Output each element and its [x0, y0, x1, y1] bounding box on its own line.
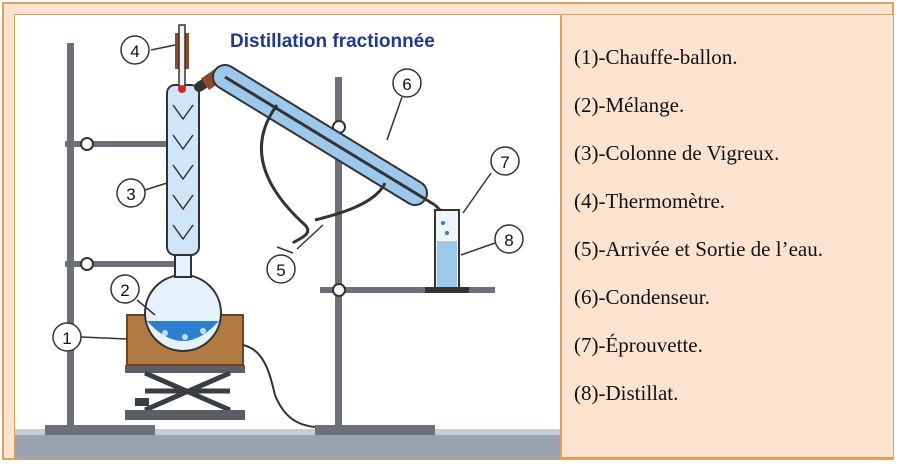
cylinder-base	[425, 287, 469, 293]
vigreux-column	[166, 84, 200, 256]
leader-line	[460, 242, 496, 256]
legend-item-arrivee-sortie-eau: (5)-Arrivée et Sortie de l’eau.	[574, 237, 823, 261]
jack-scissor	[144, 370, 231, 413]
legend-item-distillat: (8)-Distillat.	[574, 381, 679, 405]
leader-line	[462, 172, 492, 214]
legend-item-chauffe-ballon: (1)-Chauffe-ballon.	[574, 45, 738, 69]
leader-line	[80, 336, 128, 340]
legend-item-eprouvette: (7)-Éprouvette.	[574, 333, 703, 357]
marker-3: 3	[116, 178, 146, 208]
leader-line	[386, 96, 403, 141]
distillation-illustration: Distillation fractionnée 4 6 7	[15, 24, 560, 459]
column-indentations	[172, 104, 194, 241]
condenser-inner-tube	[224, 75, 436, 207]
marker-2: 2	[110, 274, 140, 304]
mantle-cable	[242, 344, 316, 428]
bubble	[200, 328, 206, 334]
diagram-frame: Distillation fractionnée 4 6 7	[2, 2, 894, 460]
thermometer	[178, 24, 186, 88]
diagram-title: Distillation fractionnée	[230, 31, 435, 52]
bubble	[182, 334, 188, 340]
svg-text:5: 5	[276, 261, 285, 280]
svg-text:7: 7	[500, 153, 509, 172]
legend-item-condenseur: (6)-Condenseur.	[574, 285, 710, 309]
legend-item-thermometre: (4)-Thermomètre.	[574, 189, 726, 213]
bench-floor	[15, 433, 560, 459]
left-stand-rod	[67, 43, 74, 433]
leader-line	[150, 44, 176, 51]
leader-line	[276, 224, 324, 254]
lower-clamp-screw	[80, 257, 94, 271]
support-clamp-screw	[332, 283, 346, 297]
bubble	[162, 330, 168, 336]
marker-6: 6	[392, 68, 422, 98]
marker-5: 5	[266, 254, 296, 284]
svg-text:6: 6	[402, 75, 411, 94]
svg-text:3: 3	[126, 185, 135, 204]
svg-text:8: 8	[504, 231, 513, 250]
drop	[445, 231, 449, 235]
left-stand-base	[45, 425, 155, 435]
thermometer-bulb	[178, 85, 186, 93]
water-inlet-tube	[314, 182, 387, 222]
svg-text:1: 1	[62, 329, 71, 348]
drop	[441, 221, 445, 225]
jack-knob	[135, 398, 149, 406]
jack-top	[125, 365, 245, 373]
lower-clamp-arm	[65, 261, 185, 267]
leader-line	[144, 182, 168, 191]
legend-panel: (1)-Chauffe-ballon. (2)-Mélange. (3)-Col…	[561, 14, 894, 458]
legend-item-colonne-vigreux: (3)-Colonne de Vigreux.	[574, 141, 780, 165]
leader-line	[136, 299, 156, 316]
jack-base	[125, 410, 245, 420]
legend-item-melange: (2)-Mélange.	[574, 93, 685, 117]
marker-4: 4	[120, 35, 150, 65]
legend-list: (1)-Chauffe-ballon. (2)-Mélange. (3)-Col…	[574, 33, 893, 417]
right-stand-rod	[335, 77, 342, 433]
illustration-panel: Distillation fractionnée 4 6 7	[14, 14, 561, 460]
receiver-support	[320, 287, 495, 293]
marker-8: 8	[494, 224, 524, 254]
svg-text:2: 2	[120, 281, 129, 300]
right-stand-base	[315, 425, 435, 435]
water-outlet-tube	[260, 104, 310, 245]
marker-7: 7	[490, 146, 520, 176]
bench-edge	[15, 429, 560, 435]
distillate	[437, 241, 457, 288]
marker-1: 1	[52, 322, 82, 352]
upper-clamp-screw	[80, 137, 94, 151]
svg-text:4: 4	[130, 42, 139, 61]
upper-clamp-arm	[65, 141, 175, 147]
